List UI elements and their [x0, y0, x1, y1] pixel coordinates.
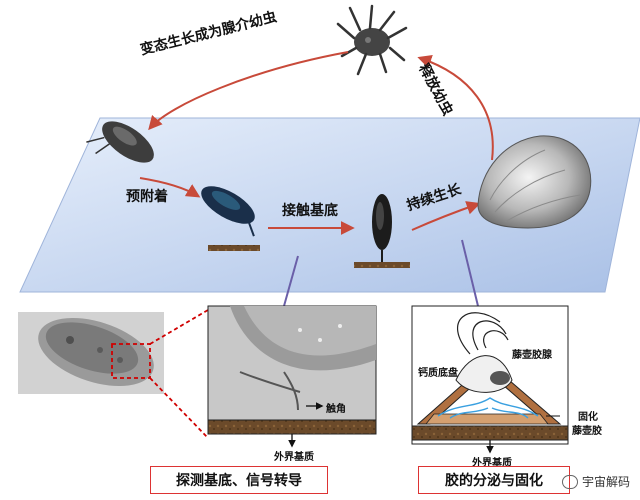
- glue-schematic: [411, 305, 569, 445]
- nauplius-larva-image: [336, 4, 408, 76]
- cyprid-micrograph: [18, 312, 164, 394]
- cyprid-larva-image: [86, 121, 154, 163]
- watermark: 宇宙解码: [561, 473, 630, 490]
- wechat-icon: [561, 474, 578, 489]
- watermark-text: 宇宙解码: [581, 475, 630, 489]
- pre-attach-cyprid-image: [201, 186, 255, 237]
- label-barnacle-glue: 藤壶胶: [572, 426, 602, 437]
- label-antenna: 触角: [326, 404, 346, 415]
- water-plate: [19, 117, 640, 293]
- attached-cyprid-image: [372, 194, 392, 262]
- label-substrate-left: 外界基质: [274, 452, 314, 463]
- label-curing: 固化: [578, 412, 598, 423]
- caption-left: 探测基底、信号转导: [150, 466, 328, 494]
- arrow-release: [417, 54, 494, 161]
- label-cement-gland: 藤壶胶腺: [512, 350, 552, 361]
- label-pre-attach: 预附着: [126, 189, 168, 205]
- zoom-box: [111, 343, 151, 379]
- label-substrate-right: 外界基质: [472, 458, 512, 469]
- zoom-line-top: [149, 309, 209, 345]
- caption-right: 胶的分泌与固化: [418, 466, 570, 494]
- connector-left: [283, 255, 299, 307]
- arrow-continue: [411, 201, 481, 231]
- arrow-pre-attach: [139, 177, 201, 198]
- arrow-metamorphosis: [148, 51, 349, 131]
- connector-right: [461, 239, 479, 307]
- adult-barnacle-image: [477, 135, 592, 229]
- label-contact: 接触基底: [282, 203, 338, 219]
- label-calcareous-base: 钙质底盘: [418, 368, 458, 379]
- antenna-micrograph: [207, 305, 377, 435]
- substrate-strip-1: [208, 245, 260, 251]
- substrate-strip-2: [354, 262, 410, 268]
